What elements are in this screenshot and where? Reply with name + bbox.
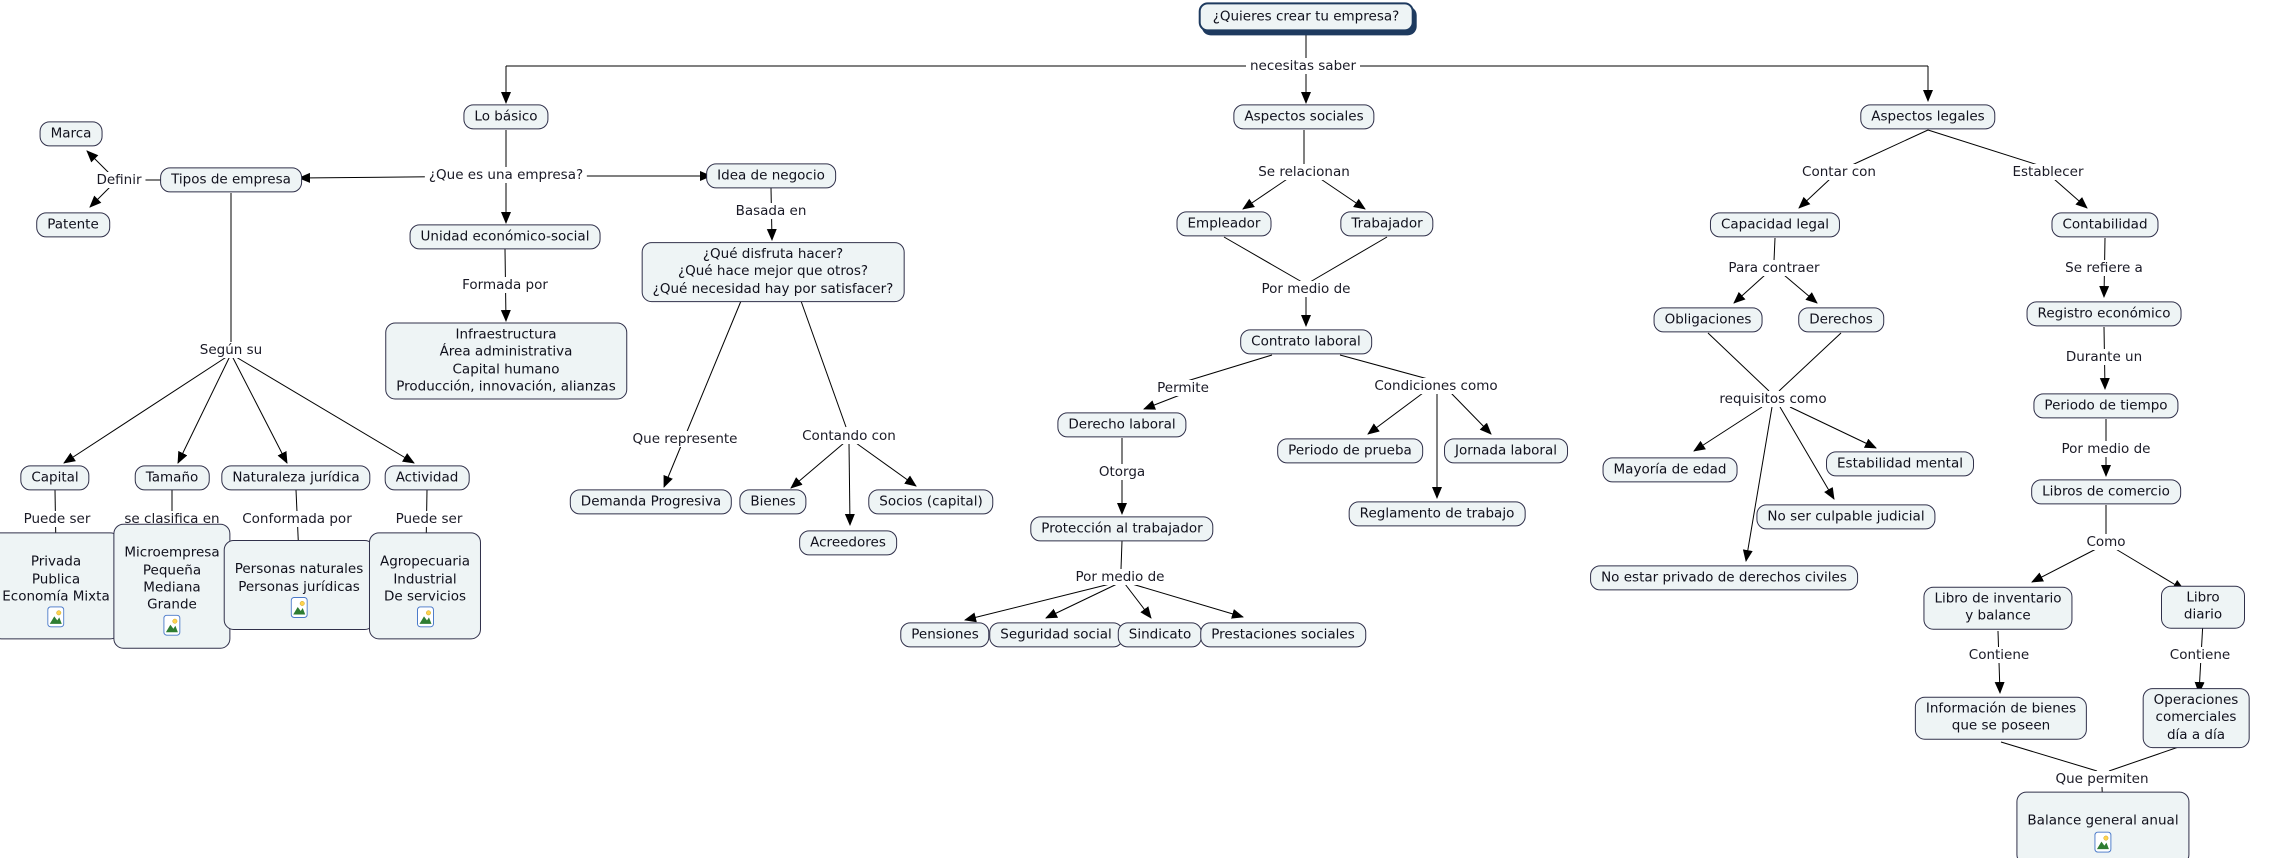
node-registro-economico[interactable]: Registro económico [2026, 301, 2182, 327]
node-tipos-de-empresa[interactable]: Tipos de empresa [160, 167, 302, 193]
link-label-contando-con[interactable]: Contando con [798, 428, 900, 444]
node-seguridad-social[interactable]: Seguridad social [989, 622, 1123, 648]
link-label-permite[interactable]: Permite [1153, 380, 1213, 396]
node-label: Microempresa Pequeña Mediana Grande [124, 544, 220, 613]
node-operaciones-comerciales[interactable]: Operaciones comerciales día a día [2142, 688, 2250, 748]
node-infraestructura[interactable]: Infraestructura Área administrativa Capi… [385, 322, 627, 400]
node-marca[interactable]: Marca [39, 121, 103, 147]
node-no-estar-privado-derechos[interactable]: No estar privado de derechos civiles [1590, 565, 1858, 591]
link-label-que-permiten[interactable]: Que permiten [2051, 771, 2153, 787]
node-patente[interactable]: Patente [36, 212, 110, 238]
node-label: Balance general anual [2027, 812, 2179, 829]
link-label-por-medio-de-1[interactable]: Por medio de [1257, 281, 1355, 297]
link-label-puede-ser-2[interactable]: Puede ser [391, 511, 467, 527]
node-actividad[interactable]: Actividad [384, 465, 470, 491]
link-label-que-es-empresa[interactable]: ¿Que es una empresa? [424, 167, 588, 183]
node-prestaciones-sociales[interactable]: Prestaciones sociales [1200, 622, 1366, 648]
node-bienes[interactable]: Bienes [739, 489, 807, 515]
node-demanda-progresiva[interactable]: Demanda Progresiva [569, 489, 733, 515]
link-label-contar-con[interactable]: Contar con [1798, 164, 1880, 180]
node-tamano-tipos[interactable]: Microempresa Pequeña Mediana Grande [113, 523, 231, 649]
node-contabilidad[interactable]: Contabilidad [2051, 212, 2159, 238]
node-socios-capital[interactable]: Socios (capital) [868, 489, 994, 515]
node-capital-tipos[interactable]: Privada Publica Economía Mixta [0, 532, 121, 640]
link-label-conformada-por[interactable]: Conformada por [238, 511, 356, 527]
link-label-por-medio-de-3[interactable]: Por medio de [2057, 441, 2155, 457]
node-proteccion-al-trabajador[interactable]: Protección al trabajador [1030, 516, 1214, 542]
link-label-que-represente[interactable]: Que represente [628, 431, 742, 447]
node-label: Personas naturales Personas jurídicas [234, 561, 364, 595]
link-label-establecer[interactable]: Establecer [2008, 164, 2088, 180]
image-resource-icon[interactable] [2094, 831, 2112, 853]
node-periodo-de-prueba[interactable]: Periodo de prueba [1277, 438, 1423, 464]
link-label-para-contraer[interactable]: Para contraer [1724, 260, 1824, 276]
link-label-requisitos-como[interactable]: requisitos como [1715, 391, 1831, 407]
node-libro-diario[interactable]: Libro diario [2161, 585, 2245, 629]
link-label-contiene-2[interactable]: Contiene [2165, 647, 2235, 663]
node-preguntas-idea[interactable]: ¿Qué disfruta hacer? ¿Qué hace mejor que… [641, 242, 905, 302]
node-naturaleza-juridica[interactable]: Naturaleza jurídica [221, 465, 371, 491]
link-label-se-refiere-a[interactable]: Se refiere a [2061, 260, 2147, 276]
node-personas-tipos[interactable]: Personas naturales Personas jurídicas [223, 539, 375, 631]
node-trabajador[interactable]: Trabajador [1340, 211, 1434, 237]
node-libros-de-comercio[interactable]: Libros de comercio [2031, 479, 2181, 505]
node-jornada-laboral[interactable]: Jornada laboral [1444, 438, 1568, 464]
node-balance-general-anual[interactable]: Balance general anual [2016, 791, 2190, 858]
node-obligaciones[interactable]: Obligaciones [1653, 307, 1763, 333]
node-estabilidad-mental[interactable]: Estabilidad mental [1826, 451, 1974, 477]
node-derechos[interactable]: Derechos [1798, 307, 1884, 333]
node-contrato-laboral[interactable]: Contrato laboral [1240, 329, 1372, 355]
node-no-ser-culpable-judicial[interactable]: No ser culpable judicial [1756, 504, 1936, 530]
node-capital[interactable]: Capital [20, 465, 90, 491]
node-informacion-de-bienes[interactable]: Información de bienes que se poseen [1914, 696, 2088, 740]
node-derecho-laboral[interactable]: Derecho laboral [1057, 412, 1187, 438]
node-mayoria-de-edad[interactable]: Mayoría de edad [1602, 457, 1738, 483]
node-idea-de-negocio[interactable]: Idea de negocio [706, 163, 836, 189]
image-resource-icon[interactable] [416, 606, 434, 628]
link-label-como[interactable]: Como [2082, 534, 2130, 550]
link-label-segun-su[interactable]: Según su [195, 342, 267, 358]
node-titulo-quieres-crear-tu-empresa[interactable]: ¿Quieres crear tu empresa? [1198, 2, 1414, 32]
link-label-durante-un[interactable]: Durante un [2061, 349, 2147, 365]
node-empleador[interactable]: Empleador [1176, 211, 1272, 237]
link-label-basada-en[interactable]: Basada en [731, 203, 811, 219]
link-label-necesitas-saber[interactable]: necesitas saber [1246, 58, 1360, 74]
image-resource-icon[interactable] [47, 606, 65, 628]
link-label-puede-ser-1[interactable]: Puede ser [19, 511, 95, 527]
node-acreedores[interactable]: Acreedores [799, 530, 897, 556]
node-sindicato[interactable]: Sindicato [1117, 622, 1203, 648]
node-capacidad-legal[interactable]: Capacidad legal [1709, 212, 1841, 238]
node-aspectos-legales[interactable]: Aspectos legales [1860, 104, 1996, 130]
link-label-formada-por[interactable]: Formada por [458, 277, 552, 293]
node-pensiones[interactable]: Pensiones [900, 622, 990, 648]
node-aspectos-sociales[interactable]: Aspectos sociales [1233, 104, 1375, 130]
image-resource-icon[interactable] [163, 615, 181, 637]
link-label-otorga[interactable]: Otorga [1094, 464, 1150, 480]
link-label-condiciones-como[interactable]: Condiciones como [1370, 378, 1502, 394]
node-label: Privada Publica Economía Mixta [2, 553, 110, 605]
link-label-se-clasifica-en[interactable]: se clasifica en [120, 511, 224, 527]
node-label: Agropecuaria Industrial De servicios [379, 553, 471, 605]
node-reglamento-de-trabajo[interactable]: Reglamento de trabajo [1348, 501, 1526, 527]
image-resource-icon[interactable] [290, 596, 308, 618]
node-libro-inventario-balance[interactable]: Libro de inventario y balance [1923, 586, 2073, 630]
node-lo-basico[interactable]: Lo básico [463, 104, 549, 130]
node-periodo-de-tiempo[interactable]: Periodo de tiempo [2033, 393, 2179, 419]
link-label-se-relacionan[interactable]: Se relacionan [1254, 164, 1354, 180]
link-label-contiene-1[interactable]: Contiene [1964, 647, 2034, 663]
node-unidad-economico-social[interactable]: Unidad económico-social [409, 224, 601, 250]
link-label-definir[interactable]: Definir [92, 172, 146, 188]
node-actividad-tipos[interactable]: Agropecuaria Industrial De servicios [368, 532, 482, 640]
link-label-por-medio-de-2[interactable]: Por medio de [1071, 569, 1169, 585]
node-tamano[interactable]: Tamaño [134, 465, 210, 491]
